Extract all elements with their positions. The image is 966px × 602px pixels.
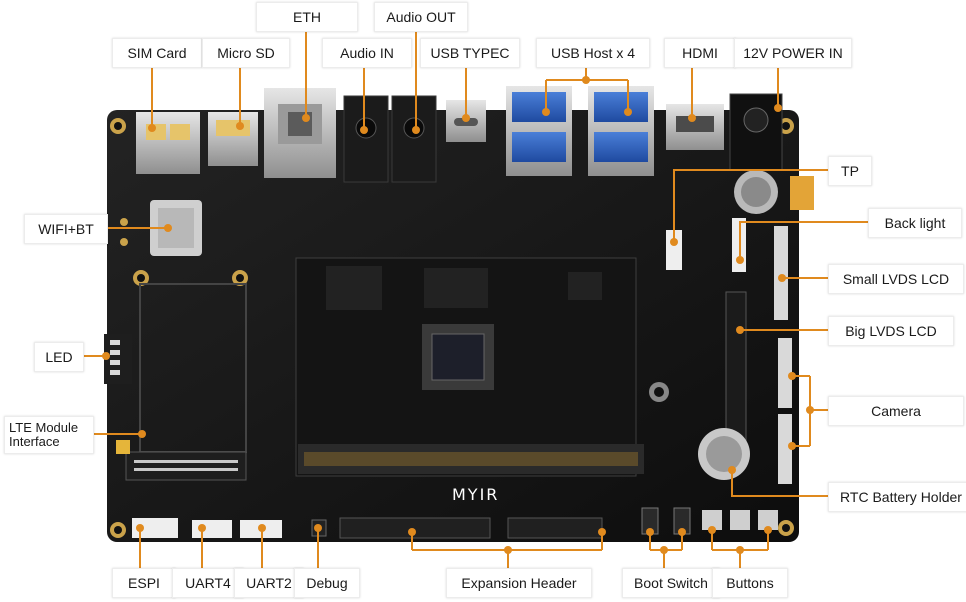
micro-sd-slot <box>208 112 258 166</box>
label-usb-host: USB Host x 4 <box>536 38 650 68</box>
label-small-lvds: Small LVDS LCD <box>828 264 964 294</box>
label-led: LED <box>34 342 84 372</box>
label-lte-line1: LTE Module <box>9 420 79 435</box>
hdmi-port <box>666 104 724 150</box>
label-lte-module: LTE Module Interface <box>4 416 94 454</box>
label-debug: Debug <box>294 568 360 598</box>
label-audio-in: Audio IN <box>322 38 412 68</box>
leader-lines <box>74 30 868 570</box>
label-back-light: Back light <box>868 208 962 238</box>
leader-dots <box>102 76 814 554</box>
label-usb-typec: USB TYPEC <box>420 38 520 68</box>
ethernet-jack <box>264 88 336 178</box>
label-big-lvds: Big LVDS LCD <box>828 316 954 346</box>
label-rtc-battery: RTC Battery Holder <box>828 482 966 512</box>
label-eth: ETH <box>256 2 358 32</box>
lte-slot <box>116 283 247 481</box>
label-tp: TP <box>828 156 872 186</box>
label-buttons: Buttons <box>712 568 788 598</box>
label-hdmi: HDMI <box>664 38 736 68</box>
capacitor <box>734 170 814 214</box>
label-uart2: UART2 <box>234 568 304 598</box>
label-camera: Camera <box>828 396 964 426</box>
led-array <box>104 334 132 384</box>
label-micro-sd: Micro SD <box>202 38 290 68</box>
board-brand-text: MYIR <box>452 485 499 504</box>
label-sim-card: SIM Card <box>112 38 202 68</box>
brand-text: MYIR <box>452 485 499 504</box>
usb-host-ports <box>506 86 654 176</box>
label-audio-out: Audio OUT <box>374 2 468 32</box>
power-jack <box>729 93 783 171</box>
som-module <box>295 257 644 477</box>
label-expansion-header: Expansion Header <box>446 568 592 598</box>
right-connectors <box>666 218 792 484</box>
label-power-in: 12V POWER IN <box>734 38 852 68</box>
label-uart4: UART4 <box>172 568 244 598</box>
audio-jacks <box>343 95 437 183</box>
sim-card-slot <box>136 112 200 174</box>
label-espi: ESPI <box>112 568 176 598</box>
label-lte-line2: Interface <box>9 434 60 449</box>
label-wifi-bt: WIFI+BT <box>24 214 108 244</box>
label-boot-switch: Boot Switch <box>622 568 720 598</box>
